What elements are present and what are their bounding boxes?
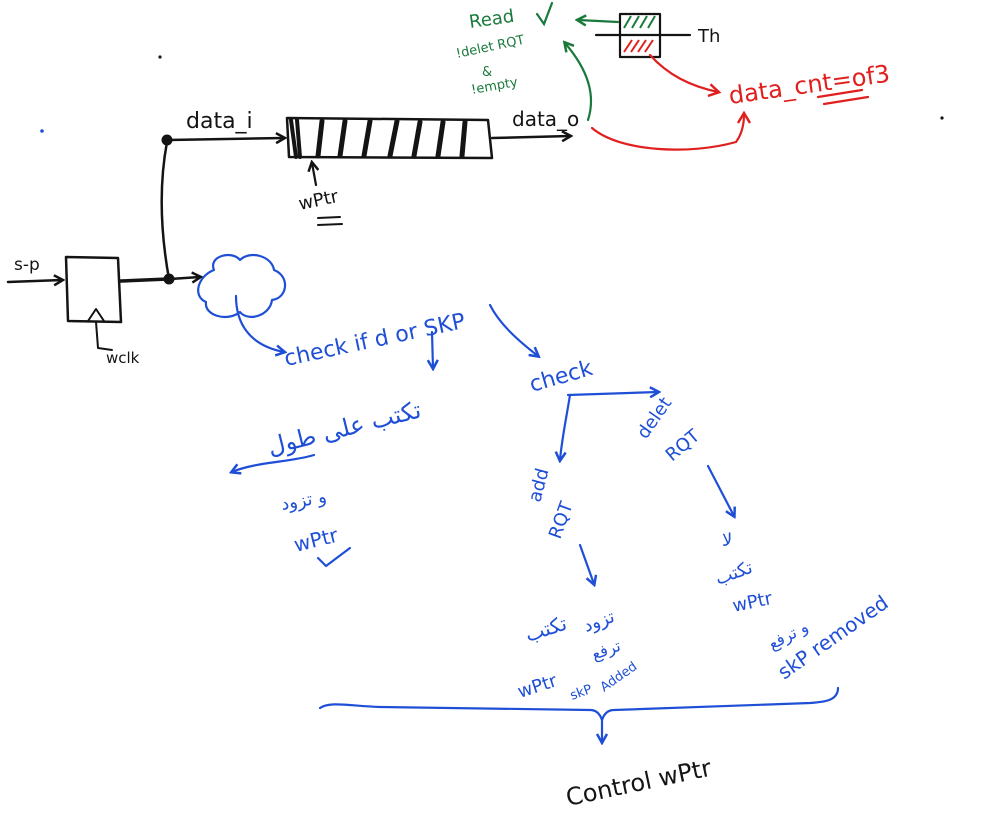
data-o-label: data_o (512, 107, 579, 131)
read-cond-2: & (482, 65, 492, 80)
wptr-add-label: wPtr (515, 670, 560, 703)
delet-rqt-2: RQT (662, 425, 705, 466)
d-branch-arrow (432, 330, 433, 368)
skp-added-2: Added (598, 659, 641, 695)
wptr-top-label: wPtr (297, 186, 341, 215)
data-count-underline (816, 88, 870, 106)
add-rqt-2: RQT (545, 498, 578, 542)
red-arrow-from-th (648, 53, 718, 92)
check-split-line (566, 392, 658, 395)
fifo-outline (285, 116, 494, 160)
check-down-arrow (560, 393, 572, 460)
blue-control-flow (197, 253, 840, 742)
arabic-del-write: تكتب (713, 557, 756, 590)
th-label: Th (697, 26, 720, 47)
clock-wire (95, 321, 113, 351)
threshold-box (618, 12, 662, 59)
add-rqt-1: add (525, 466, 554, 504)
data-o-wire (490, 136, 570, 138)
wptr-underline (317, 216, 343, 226)
stray-dot (158, 55, 162, 59)
fifo-slot-lines (315, 118, 468, 159)
green-read-logic (535, 1, 620, 122)
data-i-wire (166, 138, 284, 140)
arabic-add-increment: تزود (581, 606, 618, 637)
green-arrow-from-th (578, 20, 620, 22)
delet-rqt-1: delet (633, 393, 676, 442)
delet-rqt-down-arrow (706, 464, 734, 516)
check-if-label: check if d or SKP (282, 309, 468, 372)
fifo-left-wall (289, 118, 302, 159)
add-rqt-down-arrow (578, 543, 594, 584)
arabic-add-write: تكتب (522, 611, 570, 647)
arabic-add-raise: ترفع (589, 636, 624, 665)
flip-flop-box (64, 255, 123, 324)
wptr-left-label: wPtr (291, 523, 341, 557)
sp-label: s-p (14, 255, 40, 275)
arabic-and-increment: و تزود (279, 486, 328, 515)
data-count-label: data_cnt=of3 (727, 60, 892, 110)
green-curve-from-data-o (565, 43, 593, 122)
checker-cloud (197, 253, 287, 319)
sp-input-wire (6, 280, 62, 282)
threshold-red-fill (623, 39, 654, 53)
arabic-write-always: تكتب على طول (265, 396, 424, 461)
left-result-arrow (232, 453, 316, 472)
skp-branch-arrow (488, 303, 538, 356)
wptr-del-label: wPtr (731, 588, 775, 617)
stray-dot (40, 129, 44, 133)
read-cond-1: !delet RQT (455, 33, 526, 62)
black-hardware-sketch (6, 12, 692, 351)
read-check (535, 1, 554, 27)
wptr-arrow (312, 163, 316, 187)
wire-to-checker (168, 277, 200, 279)
vertical-wire (160, 140, 171, 281)
clock-triangle (87, 308, 105, 322)
read-label: Read (468, 6, 516, 33)
arabic-no: لا (722, 530, 732, 551)
ff-output-wire (119, 277, 170, 283)
read-cond-3: !empty (470, 75, 519, 98)
data-i-label: data_i (186, 109, 253, 134)
wclk-label: wclk (106, 349, 140, 367)
wptr-left-check (316, 546, 352, 568)
check-label: check (527, 356, 596, 398)
red-count-logic (590, 53, 870, 151)
threshold-hatch (623, 15, 656, 29)
skp-added-1: skP (568, 682, 594, 704)
red-arrow-from-data-o (590, 114, 744, 151)
control-wptr-label: Control wPtr (563, 754, 713, 812)
cloud-to-check (234, 294, 284, 352)
stray-dot (940, 116, 944, 120)
